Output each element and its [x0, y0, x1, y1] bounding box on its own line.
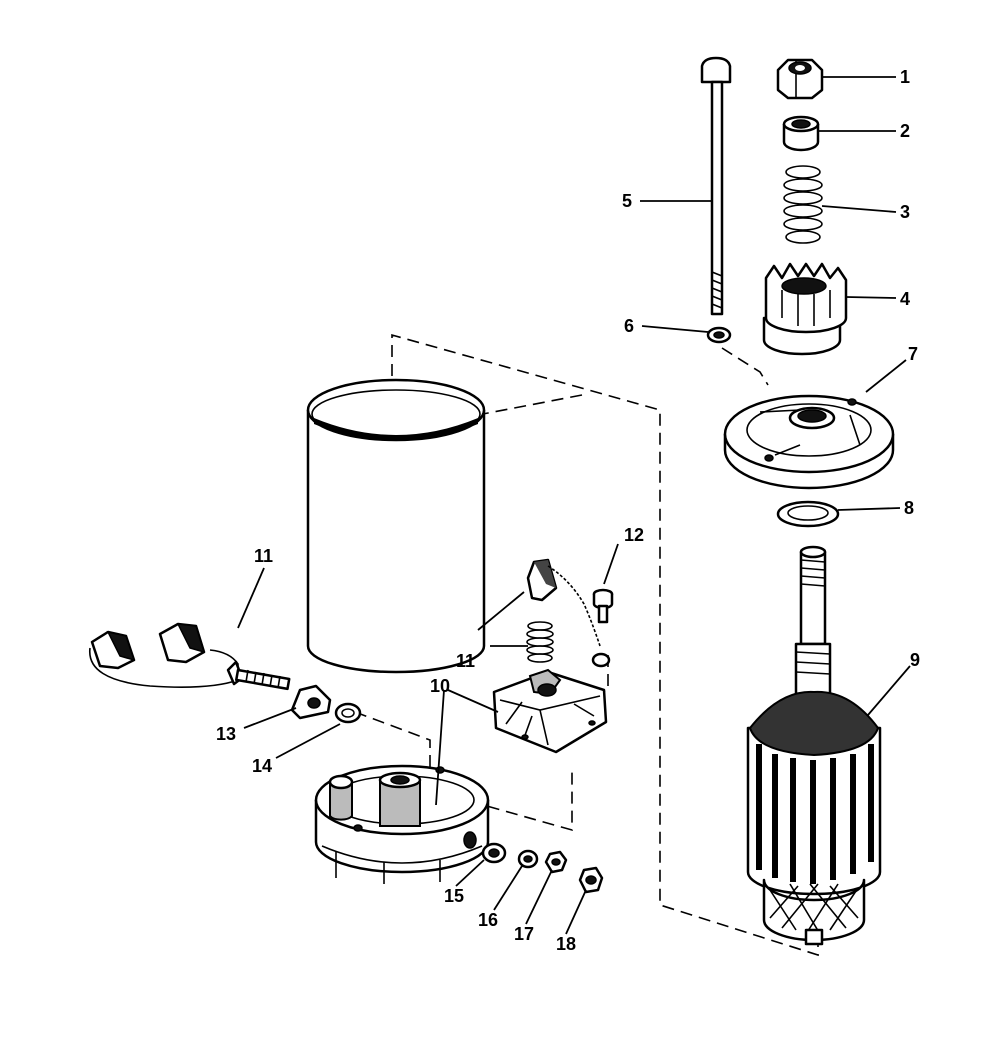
commutator-end-head [314, 764, 490, 884]
callout-labels: 1 2 3 4 5 6 7 8 9 10 11 11 12 13 14 15 1… [216, 67, 920, 954]
part-3-spring [783, 165, 823, 244]
callout-9: 9 [910, 650, 920, 670]
callout-13: 13 [216, 724, 236, 744]
part-8-thrust-washer [776, 500, 840, 528]
part-6-lock-washer [706, 326, 732, 344]
field-frame-housing [306, 378, 486, 674]
part-5-through-bolt [700, 56, 732, 316]
callout-10: 10 [430, 676, 450, 696]
callout-8: 8 [904, 498, 914, 518]
callout-14: 14 [252, 756, 272, 776]
part-4-pinion-gear [762, 262, 848, 356]
callout-18: 18 [556, 934, 576, 954]
callout-11-right: 11 [456, 651, 475, 671]
part-17-nut [544, 850, 568, 874]
part-7-drive-end-cap [723, 394, 895, 490]
callout-6: 6 [624, 316, 634, 336]
part-12-screw [592, 588, 614, 624]
callout-15: 15 [444, 886, 464, 906]
part-1-nut [776, 58, 824, 100]
callout-5: 5 [622, 191, 632, 211]
callout-7: 7 [908, 344, 918, 364]
part-15-washer [481, 842, 507, 864]
part-10-brush-holder [492, 668, 608, 754]
part-14-washer [334, 702, 362, 724]
callout-11-left: 11 [254, 546, 273, 566]
callout-12: 12 [624, 525, 644, 545]
part-16-lock-washer [517, 849, 539, 869]
callout-1: 1 [900, 67, 910, 87]
part-11-brush-spring [526, 558, 611, 668]
callout-3: 3 [900, 202, 910, 222]
part-11-brush-lead-assembly [89, 622, 291, 691]
part-2-spacer [782, 115, 820, 152]
callout-4: 4 [900, 289, 910, 309]
callout-16: 16 [478, 910, 498, 930]
leader-lines [237, 76, 911, 935]
part-18-nut [578, 866, 604, 894]
part-9-armature [746, 545, 882, 946]
callout-17: 17 [514, 924, 534, 944]
callout-2: 2 [900, 121, 910, 141]
part-13-insulator [290, 684, 332, 720]
